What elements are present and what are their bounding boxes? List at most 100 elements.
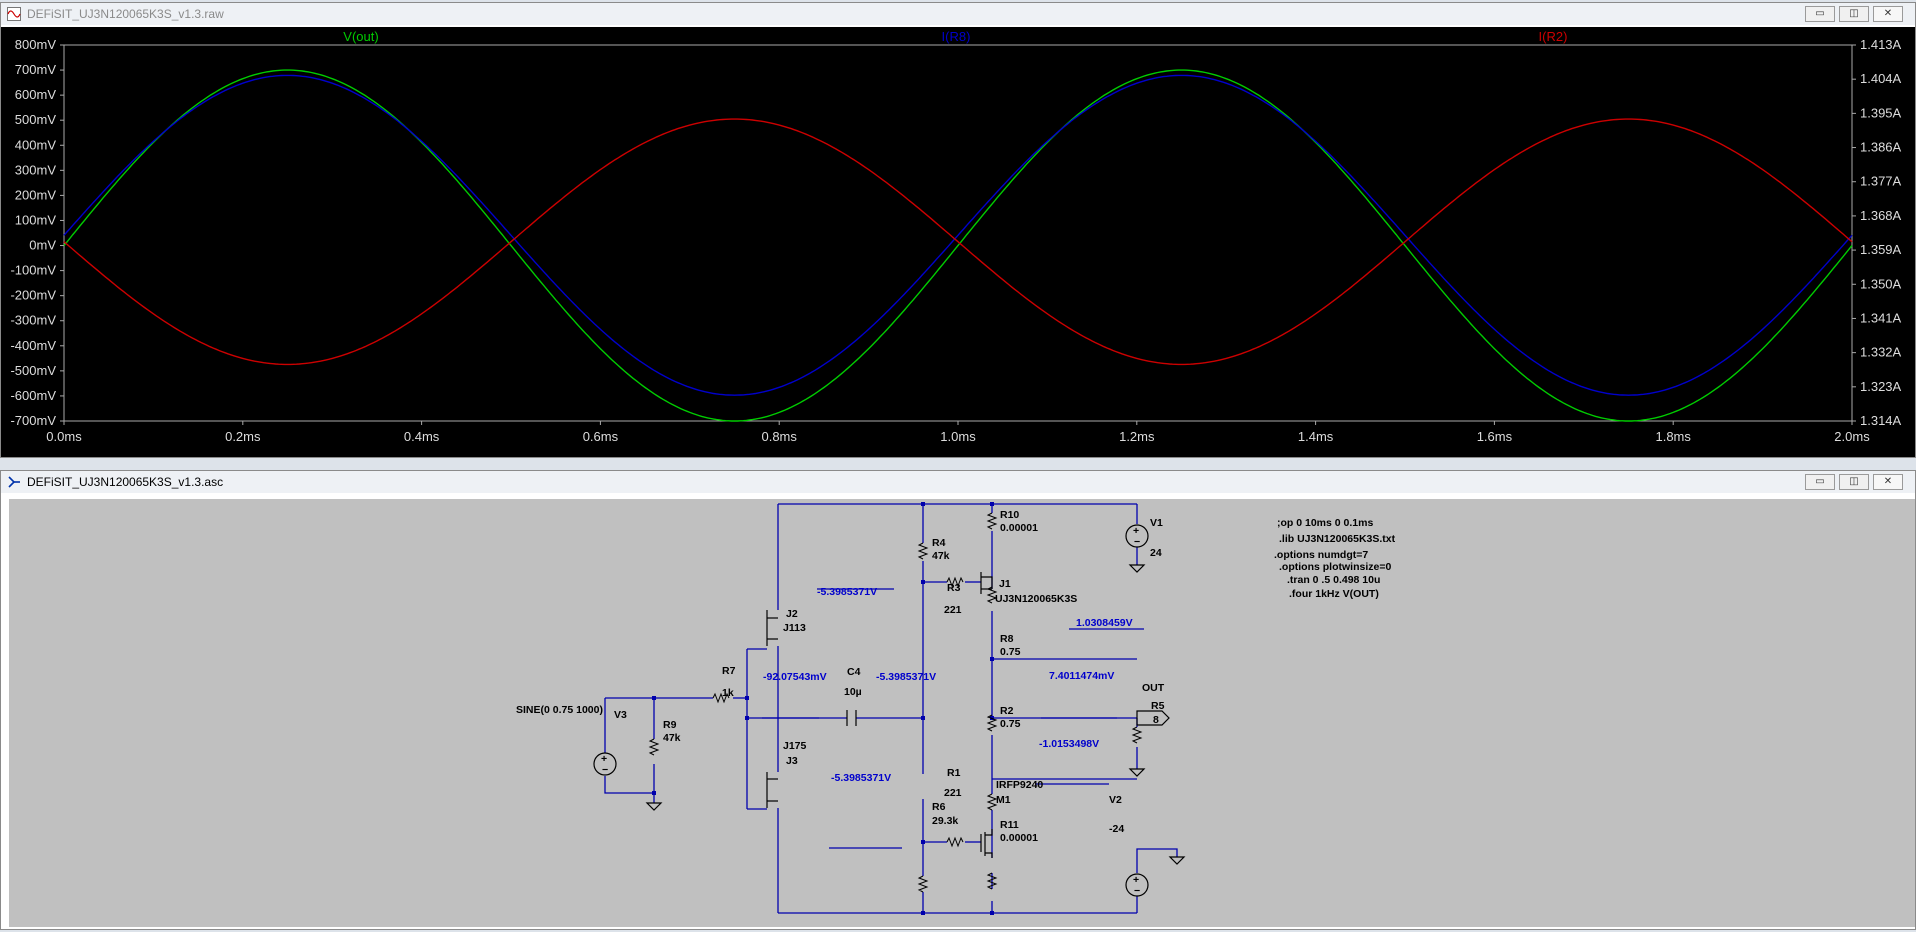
directive-op[interactable]: ;op 0 10ms 0 0.1ms <box>1277 517 1373 529</box>
x-tick-label: 1.2ms <box>1119 429 1155 444</box>
label-r2-value[interactable]: 0.75 <box>1000 718 1021 730</box>
label-j3-value[interactable]: J175 <box>783 740 807 752</box>
label-r5[interactable]: R5 <box>1151 700 1165 712</box>
label-v2-value[interactable]: -24 <box>1109 823 1124 835</box>
waveform-icon <box>7 7 21 21</box>
svg-text:+: + <box>1133 874 1139 886</box>
x-tick-label: 0.2ms <box>225 429 261 444</box>
y-right-tick-label: 1.350A <box>1860 276 1902 291</box>
label-r6[interactable]: R6 <box>932 801 946 813</box>
label-j2-value[interactable]: J113 <box>783 622 806 634</box>
svg-text:+: + <box>1133 525 1139 537</box>
trace-vout[interactable] <box>63 69 1853 422</box>
label-v1[interactable]: V1 <box>1150 517 1163 529</box>
label-c4-value[interactable]: 10µ <box>844 686 862 698</box>
label-m1[interactable]: M1 <box>996 794 1011 806</box>
directive-tran[interactable]: .tran 0 .5 0.498 10u <box>1287 574 1380 586</box>
close-button[interactable]: ✕ <box>1873 6 1903 22</box>
directive-numdgt[interactable]: .options numdgt=7 <box>1274 549 1368 561</box>
label-r1-value[interactable]: 221 <box>944 787 962 799</box>
label-j3[interactable]: J3 <box>786 755 798 767</box>
label-r10-value[interactable]: 0.00001 <box>1000 522 1038 534</box>
schematic-canvas[interactable]: +− +− +− R4 47k R10 0.00001 V1 24 R3 221… <box>9 499 1915 927</box>
label-r11-value[interactable]: 0.00001 <box>1000 832 1038 844</box>
y-right-tick-label: 1.404A <box>1860 71 1902 86</box>
y-left-tick-label: 100mV <box>15 212 57 227</box>
y-left-tick-label: -600mV <box>10 388 56 403</box>
y-left-tick-label: -300mV <box>10 313 56 328</box>
label-r8[interactable]: R8 <box>1000 633 1014 645</box>
node-label-input[interactable]: -92.07543mV <box>763 671 827 683</box>
plot-window: DEFiSIT_UJ3N120065K3S_v1.3.raw ▭ ◫ ✕ 800… <box>0 2 1916 458</box>
node-label-gate-j1[interactable]: -5.3985371V <box>817 586 877 598</box>
schematic-window: DEFiSIT_UJ3N120065K3S_v1.3.asc ▭ ◫ ✕ <box>0 470 1916 930</box>
minimize-button[interactable]: ▭ <box>1805 6 1835 22</box>
y-right-tick-label: 1.341A <box>1860 310 1902 325</box>
y-right-tick-label: 1.359A <box>1860 242 1902 257</box>
plot-window-title: DEFiSIT_UJ3N120065K3S_v1.3.raw <box>27 7 224 21</box>
label-r1[interactable]: R1 <box>947 767 961 779</box>
schematic-window-title: DEFiSIT_UJ3N120065K3S_v1.3.asc <box>27 475 224 489</box>
label-r8-value[interactable]: 0.75 <box>1000 646 1021 658</box>
trace-label-vout[interactable]: V(out) <box>343 29 378 44</box>
x-tick-label: 1.4ms <box>1298 429 1334 444</box>
trace-label-ir2[interactable]: I(R2) <box>1539 29 1568 44</box>
schematic-window-titlebar[interactable]: DEFiSIT_UJ3N120065K3S_v1.3.asc ▭ ◫ ✕ <box>1 471 1915 493</box>
directive-lib[interactable]: .lib UJ3N120065K3S.txt <box>1279 533 1396 545</box>
y-left-tick-label: 500mV <box>15 112 57 127</box>
y-left-tick-label: 400mV <box>15 137 57 152</box>
label-r6-value[interactable]: 29.3k <box>932 815 958 827</box>
label-v3[interactable]: V3 <box>614 709 627 721</box>
svg-text:−: − <box>602 764 608 776</box>
label-c4[interactable]: C4 <box>847 666 861 678</box>
label-r9[interactable]: R9 <box>663 719 677 731</box>
label-j1-value[interactable]: UJ3N120065K3S <box>995 593 1077 605</box>
y-right-tick-label: 1.377A <box>1860 174 1902 189</box>
y-left-tick-label: 200mV <box>15 187 57 202</box>
y-left-tick-label: -200mV <box>10 288 56 303</box>
label-m1-value[interactable]: IRFP9240 <box>996 779 1043 791</box>
out-port-label[interactable]: OUT <box>1142 682 1165 694</box>
restore-button[interactable]: ◫ <box>1839 474 1869 490</box>
x-tick-label: 2.0ms <box>1834 429 1870 444</box>
y-left-tick-label: -700mV <box>10 413 56 428</box>
y-right-tick-label: 1.332A <box>1860 345 1902 360</box>
label-r4-value[interactable]: 47k <box>932 550 950 562</box>
node-label-bias-mid[interactable]: -5.3985371V <box>876 671 936 683</box>
x-tick-label: 0.8ms <box>761 429 797 444</box>
label-r3-value[interactable]: 221 <box>944 604 962 616</box>
node-label-m1-drain[interactable]: -1.0153498V <box>1039 738 1099 750</box>
label-r11[interactable]: R11 <box>1000 819 1019 831</box>
trace-ir2[interactable] <box>63 118 1853 366</box>
restore-button[interactable]: ◫ <box>1839 6 1869 22</box>
directive-plotwinsize[interactable]: .options plotwinsize=0 <box>1279 561 1391 573</box>
x-tick-label: 1.8ms <box>1655 429 1691 444</box>
minimize-button[interactable]: ▭ <box>1805 474 1835 490</box>
label-j2[interactable]: J2 <box>786 608 798 620</box>
waveform-plot[interactable]: 800mV700mV600mV500mV400mV300mV200mV100mV… <box>1 27 1915 457</box>
label-r5-value[interactable]: 8 <box>1153 714 1159 726</box>
label-r3[interactable]: R3 <box>947 582 961 594</box>
y-left-tick-label: 300mV <box>15 162 57 177</box>
label-v1-value[interactable]: 24 <box>1150 547 1162 559</box>
label-r7-value[interactable]: 1k <box>722 687 734 699</box>
directive-four[interactable]: .four 1kHz V(OUT) <box>1289 588 1379 600</box>
label-r10[interactable]: R10 <box>1000 509 1019 521</box>
close-button[interactable]: ✕ <box>1873 474 1903 490</box>
y-left-tick-label: -100mV <box>10 263 56 278</box>
trace-ir8[interactable] <box>63 74 1853 396</box>
label-v3-value[interactable]: SINE(0 0.75 1000) <box>516 704 603 716</box>
label-r9-value[interactable]: 47k <box>663 732 681 744</box>
label-r7[interactable]: R7 <box>722 665 736 677</box>
label-v2[interactable]: V2 <box>1109 794 1122 806</box>
trace-label-ir8[interactable]: I(R8) <box>942 29 971 44</box>
label-r2[interactable]: R2 <box>1000 705 1014 717</box>
node-label-j1-source[interactable]: 1.0308459V <box>1076 617 1133 629</box>
label-r4[interactable]: R4 <box>932 537 946 549</box>
label-j1[interactable]: J1 <box>999 578 1011 590</box>
plot-window-titlebar[interactable]: DEFiSIT_UJ3N120065K3S_v1.3.raw ▭ ◫ ✕ <box>1 3 1915 25</box>
node-label-gate-m1[interactable]: -5.3985371V <box>831 772 891 784</box>
x-tick-label: 0.6ms <box>583 429 619 444</box>
y-right-tick-label: 1.395A <box>1860 105 1902 120</box>
node-label-out[interactable]: 7.4011474mV <box>1049 670 1114 682</box>
